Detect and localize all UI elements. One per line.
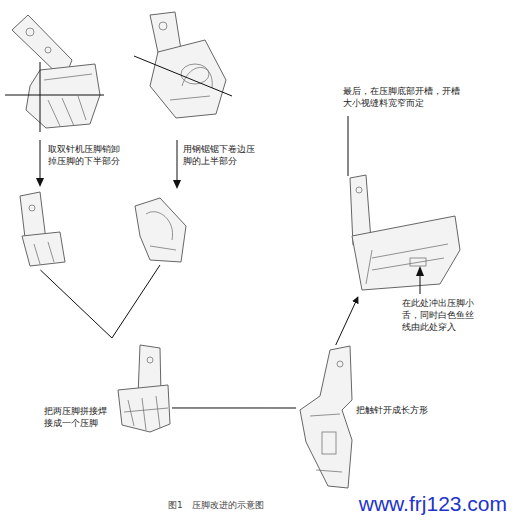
step-caption: 把两压脚拼接焊接成一个压脚 — [44, 406, 110, 430]
hemming-foot-sketch — [134, 12, 232, 118]
step-caption: 把触针开成长方形 — [356, 405, 436, 417]
flow-connector — [172, 407, 296, 408]
leader-line — [348, 116, 424, 294]
process-step: 把触针开成长方形 — [296, 345, 440, 495]
double-needle-foot-sketch — [5, 15, 104, 132]
figure-caption: 图1 压脚改进的示意图 — [168, 499, 264, 512]
watermark: www.frj123.com — [359, 491, 507, 516]
upper-half-piece-sketch — [135, 198, 186, 262]
process-step: 用钢锯锯下卷边压脚的上半部分 — [128, 8, 263, 265]
step-caption: 最后，在压脚底部开槽，开槽大小视缝料宽窄而定 — [343, 86, 465, 110]
process-step: 取双针机压脚销卸掉压脚的下半部分 — [8, 8, 128, 270]
process-step: 把两压脚拼接焊接成一个压脚 — [40, 338, 172, 436]
flow-connector — [112, 265, 160, 338]
flow-connector — [40, 270, 112, 338]
step-arrow — [36, 140, 181, 189]
step-caption: 取双针机压脚销卸掉压脚的下半部分 — [48, 144, 124, 168]
combined-foot-sketch — [118, 345, 170, 432]
process-step: 最后，在压脚底部开槽，开槽大小视缝料宽窄而定 — [340, 86, 475, 297]
callout-note: 在此处冲出压脚小舌，同时白色鱼丝线由此处穿入 — [402, 298, 478, 334]
slotted-foot-sketch — [300, 346, 352, 488]
lower-half-piece-sketch — [20, 192, 65, 266]
final-foot-sketch — [350, 175, 460, 290]
flow-connector — [336, 297, 358, 345]
step-caption: 用钢锯锯下卷边压脚的上半部分 — [183, 144, 259, 168]
